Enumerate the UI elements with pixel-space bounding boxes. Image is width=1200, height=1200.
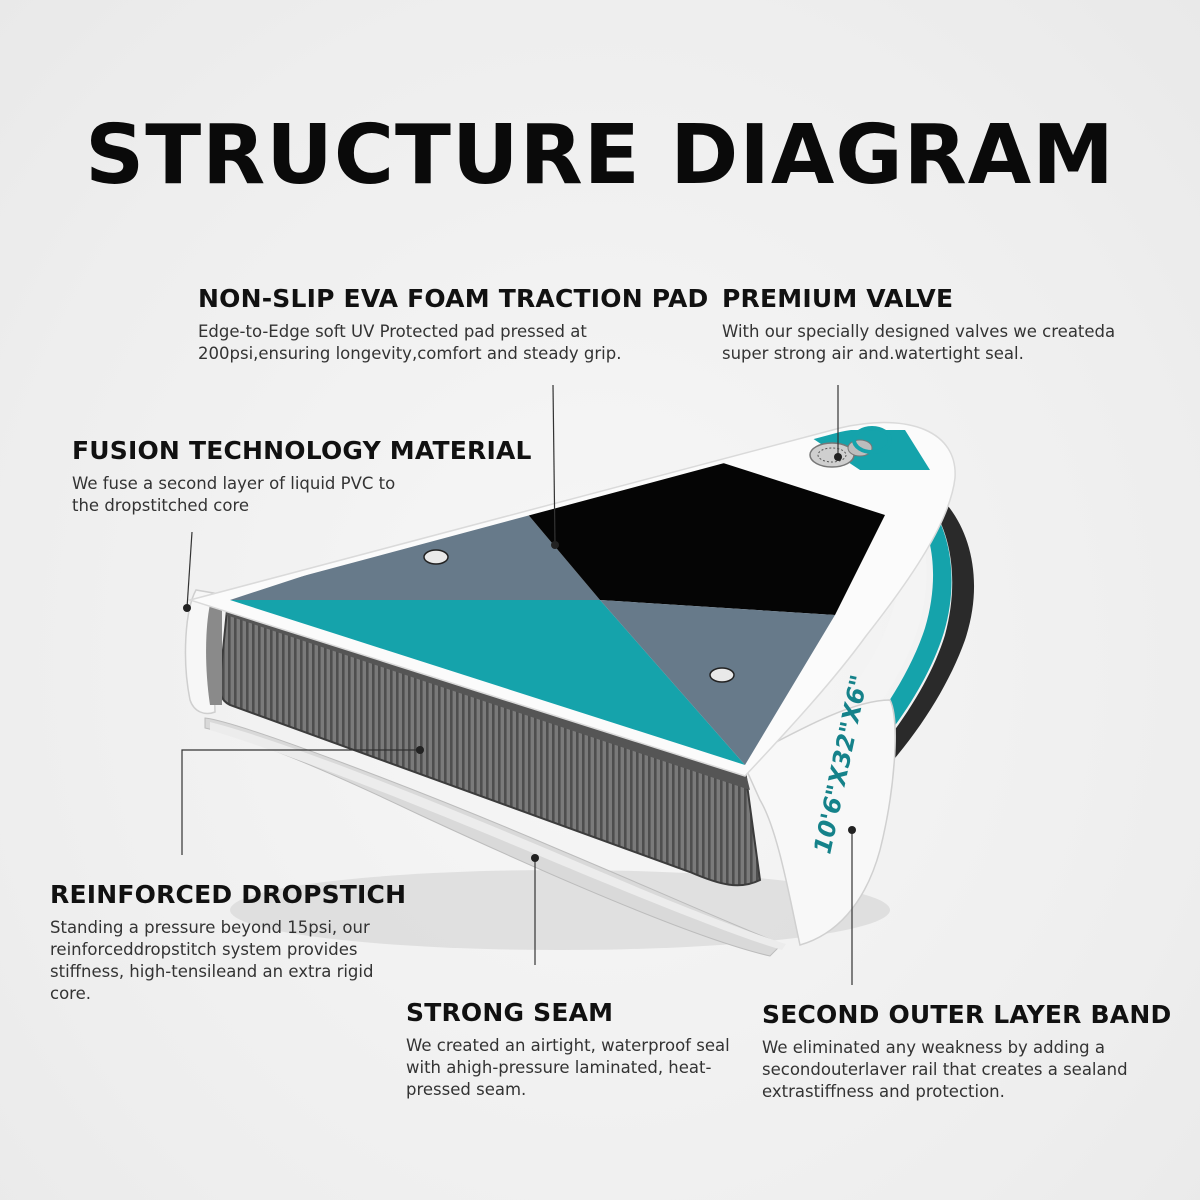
callout-premium-valve: PREMIUM VALVE With our specially designe… [722,284,1162,365]
callout-traction-pad: NON-SLIP EVA FOAM TRACTION PAD Edge-to-E… [198,284,709,365]
leader-dot [183,604,191,612]
leader-dot [416,746,424,754]
callout-text: With our specially designed valves we cr… [722,322,1116,363]
callout-fusion-material: FUSION TECHNOLOGY MATERIAL We fuse a sec… [72,436,532,517]
callout-text: We eliminated any weakness by adding a s… [762,1038,1128,1101]
page-title: STRUCTURE DIAGRAM [85,108,1115,203]
deck-black-panel [520,462,885,615]
callout-text: Standing a pressure beyond 15psi, our re… [50,918,374,1003]
callout-heading: SECOND OUTER LAYER BAND [762,1000,1172,1029]
leader-line-dropstitch [181,749,420,855]
callout-heading: NON-SLIP EVA FOAM TRACTION PAD [198,284,709,313]
logo-ring-icon [852,426,892,454]
fusion-layer-inner [206,596,222,705]
callout-heading: PREMIUM VALVE [722,284,954,313]
leader-dot [531,854,539,862]
outer-layer-band [741,699,896,946]
callout-outer-layer-band: SECOND OUTER LAYER BAND We eliminated an… [762,1000,1172,1103]
callout-text: We created an airtight, waterproof seal … [406,1036,730,1099]
valve-icon [809,442,855,468]
leader-line-fusion [186,531,193,609]
callout-strong-seam: STRONG SEAM We created an airtight, wate… [406,998,736,1101]
callout-heading: STRONG SEAM [406,998,614,1027]
leader-dot [848,826,856,834]
callout-heading: REINFORCED DROPSTICH [50,880,407,909]
callout-text: We fuse a second layer of liquid PVC to … [72,474,396,515]
deck-teal-panel [230,600,745,765]
deck-slate-panel-left [230,505,600,600]
deck-slate-panel-right [600,600,835,765]
callout-heading: FUSION TECHNOLOGY MATERIAL [72,436,532,465]
leader-dot [834,453,842,461]
d-ring-icon [709,667,735,683]
valve-ring [817,447,847,463]
leader-line-traction [552,384,556,546]
callout-text: Edge-to-Edge soft UV Protected pad press… [198,322,622,363]
leader-dot [551,541,559,549]
bottom-seam-highlight [210,722,786,950]
side-rail-outer [790,495,975,845]
d-ring-icon [423,549,449,565]
callout-reinforced-dropstitch: REINFORCED DROPSTICH Standing a pressure… [50,880,407,1005]
